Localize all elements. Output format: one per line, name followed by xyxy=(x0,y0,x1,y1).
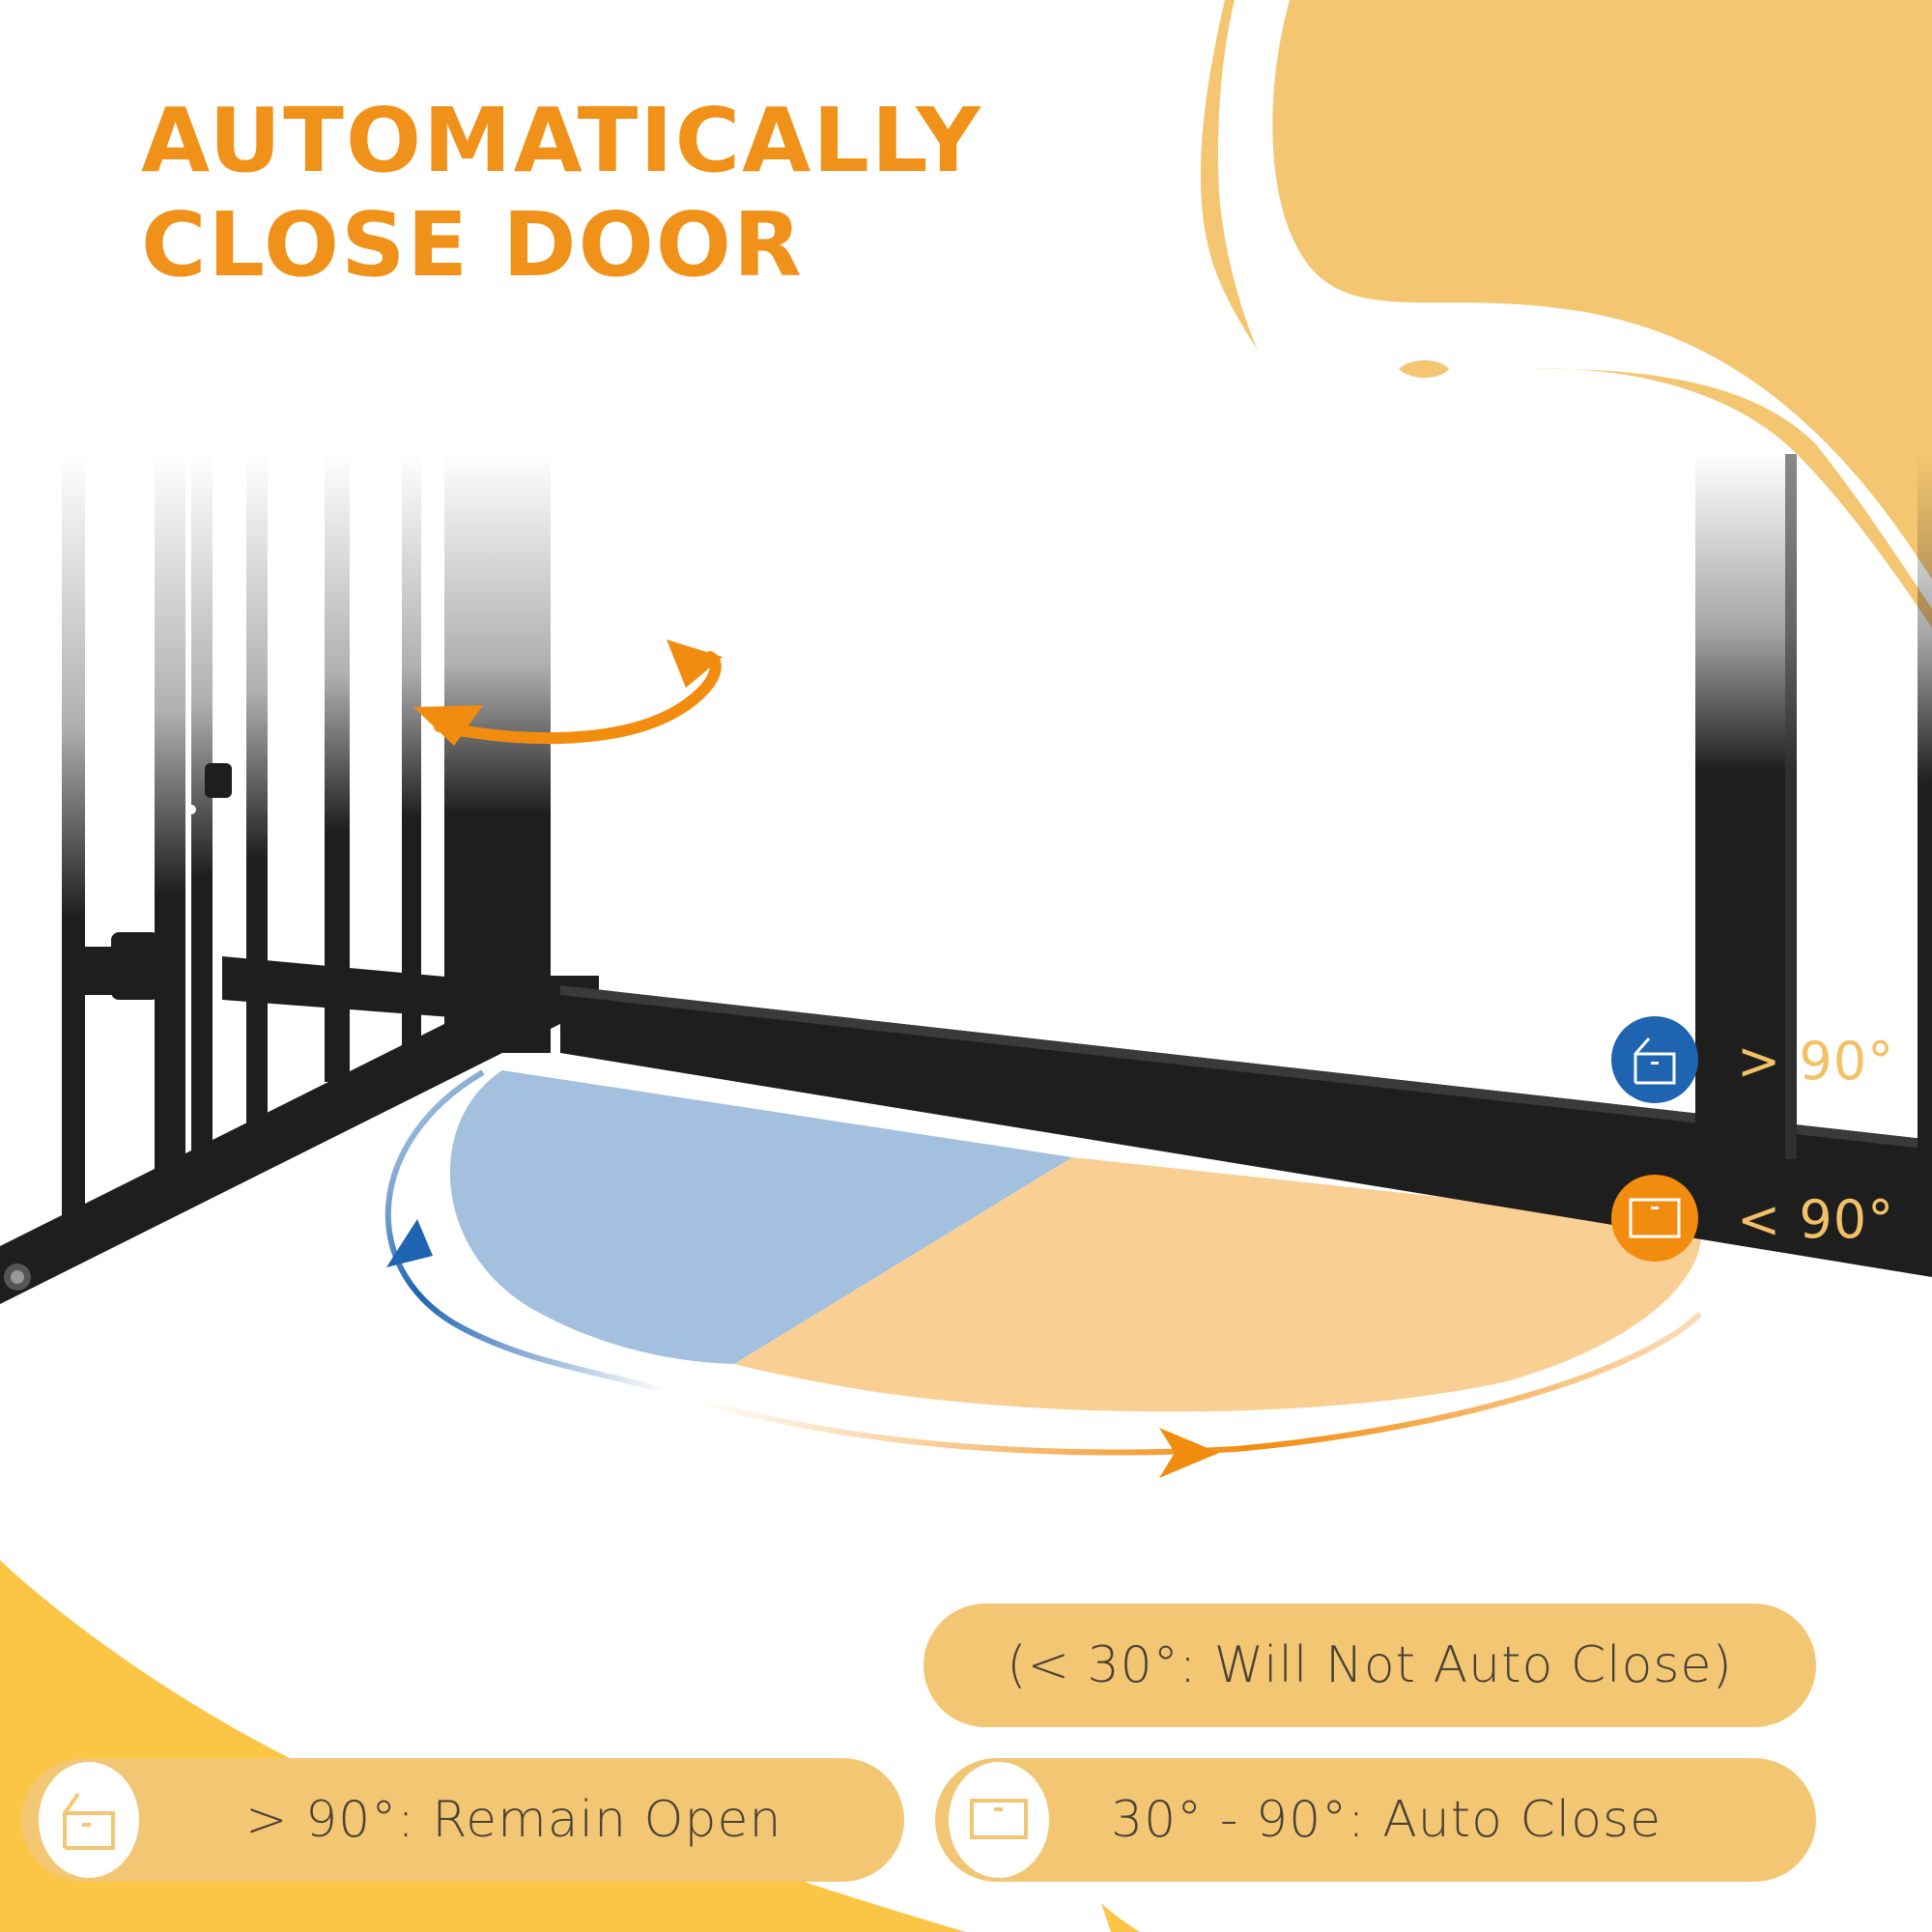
door-closed-icon xyxy=(970,1799,1028,1839)
top-right-decor-blob xyxy=(1200,0,1932,628)
angle-indicator-open xyxy=(1611,1016,1698,1103)
legend-remain-open: > 90°: Remain Open xyxy=(21,1758,904,1882)
legend-no-auto-close: (< 30°: Will Not Auto Close) xyxy=(923,1604,1816,1727)
angle-label-over-90: > 90° xyxy=(1737,1031,1895,1092)
angle-label-under-90: < 90° xyxy=(1737,1189,1895,1250)
door-open-icon xyxy=(63,1792,115,1850)
swing-zone-diagram xyxy=(384,1069,1703,1478)
legend-remain-open-text: > 90°: Remain Open xyxy=(245,1791,782,1849)
swing-double-arrow xyxy=(413,639,723,746)
angle-indicator-closed xyxy=(1611,1175,1698,1262)
headline-line-1: AUTOMATICALLY xyxy=(141,89,982,192)
legend-auto-close-text: 30° - 90°: Auto Close xyxy=(1111,1791,1662,1849)
legend-no-auto-close-text: (< 30°: Will Not Auto Close) xyxy=(1007,1636,1733,1694)
door-closed-icon xyxy=(1629,1198,1681,1238)
door-open-icon xyxy=(1634,1037,1676,1085)
pet-gate-illustration xyxy=(0,454,1932,1304)
legend-auto-close: 30° - 90°: Auto Close xyxy=(935,1758,1816,1882)
headline: AUTOMATICALLY CLOSE DOOR xyxy=(141,89,982,298)
headline-line-2: CLOSE DOOR xyxy=(141,193,804,297)
